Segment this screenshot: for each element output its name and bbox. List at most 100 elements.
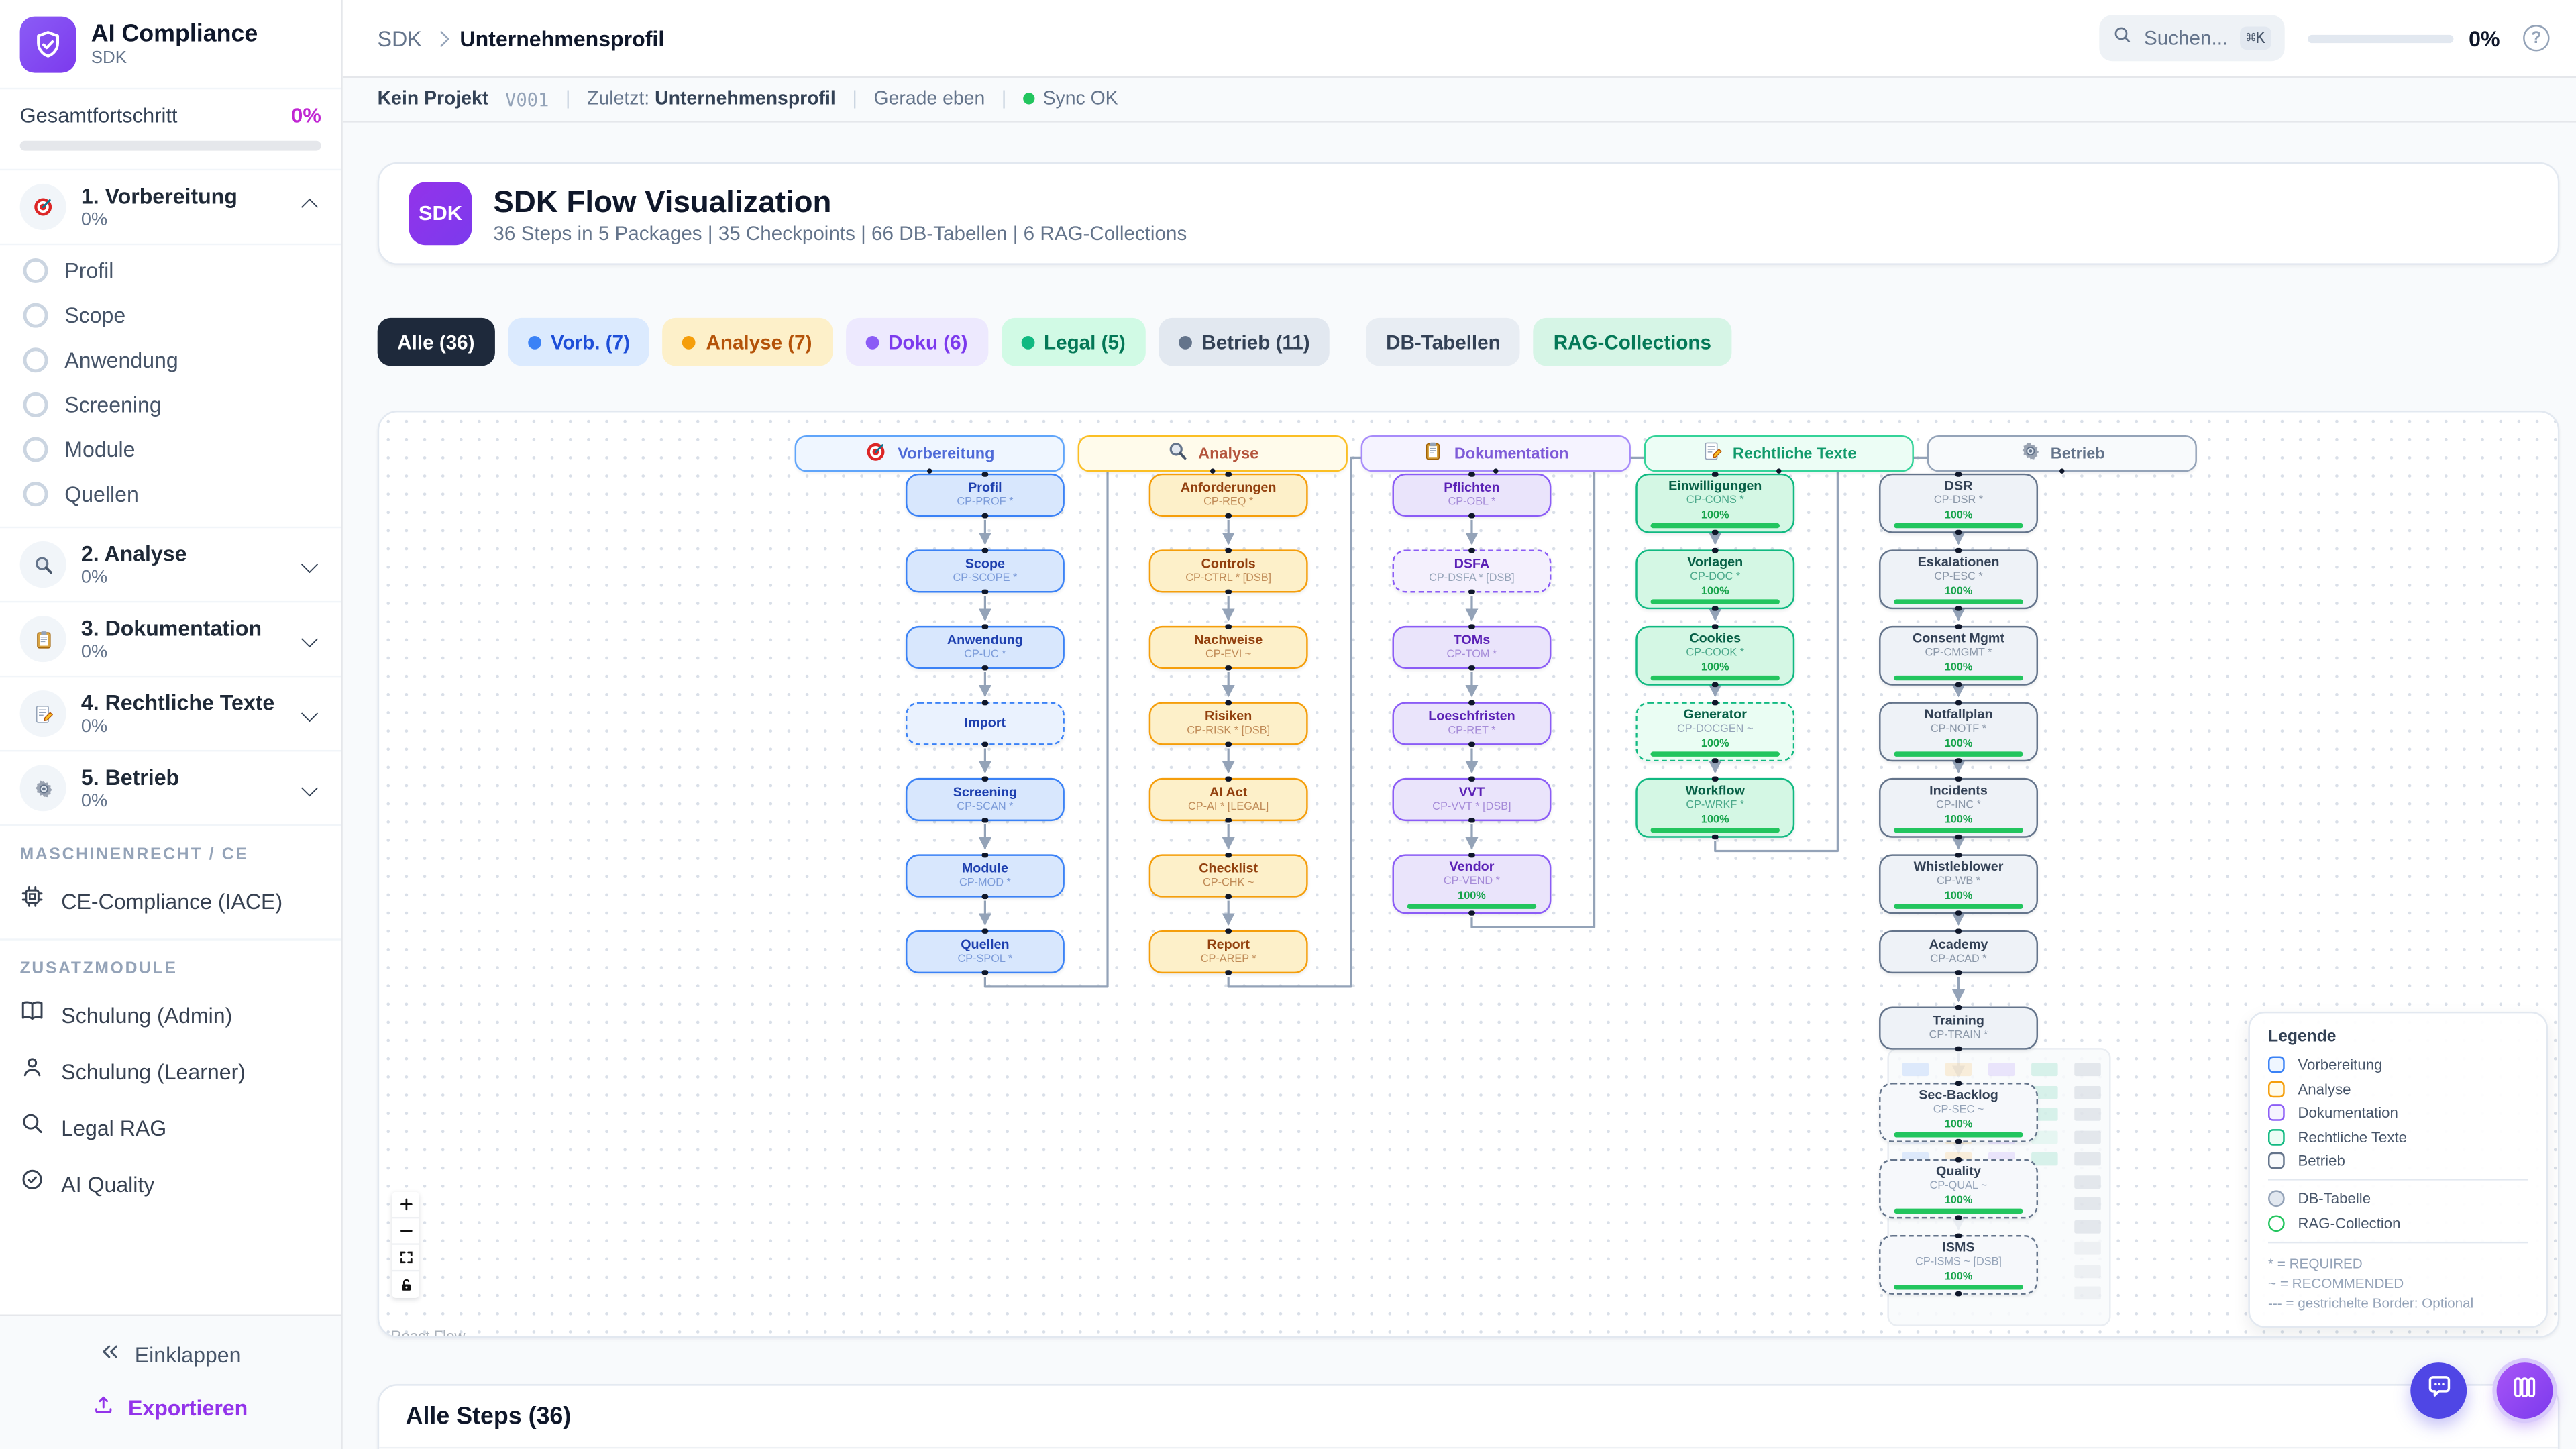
sidebar-item-quellen[interactable]: Quellen	[0, 472, 341, 517]
section-progress: 0%	[80, 716, 108, 737]
minimap-node	[2074, 1219, 2101, 1233]
sidebar-item-module[interactable]: Module	[0, 427, 341, 472]
steps-list-card: Alle Steps (36)	[377, 1384, 2560, 1449]
package-header-analyse[interactable]: Analyse	[1077, 435, 1348, 474]
package-header-dokumentation[interactable]: Dokumentation	[1360, 435, 1631, 474]
filter-pill-analyse[interactable]: Analyse (7)	[663, 317, 833, 366]
node-progress-bar	[1894, 904, 2023, 908]
sidebar-item-schulung-learner-[interactable]: Schulung (Learner)	[0, 1043, 341, 1099]
sidebar-item-ce-compliance-iace-[interactable]: CE-Compliance (IACE)	[0, 873, 341, 929]
zoom-in-icon[interactable]	[392, 1191, 419, 1219]
node-title: DSR	[1944, 479, 1973, 494]
package-label: Betrieb	[2050, 444, 2105, 463]
search-input[interactable]: Suchen... ⌘K	[2099, 15, 2286, 62]
sidebar-item-legal-rag[interactable]: Legal RAG	[0, 1099, 341, 1156]
collapse-sidebar-button[interactable]: Einklappen	[17, 1331, 325, 1377]
zoom-out-icon[interactable]	[392, 1218, 419, 1245]
filter-pill-legal[interactable]: Legal (5)	[1000, 317, 1146, 366]
section-title: 1. Vorbereitung	[80, 184, 237, 209]
node-title: Consent Mgmt	[1912, 631, 2005, 647]
sidebar-item-ai-quality[interactable]: AI Quality	[0, 1156, 341, 1212]
chat-fab-button[interactable]	[2410, 1362, 2467, 1419]
sidebar-item-label: Schulung (Admin)	[61, 1002, 233, 1028]
node-code: CP-SCOPE *	[953, 572, 1018, 584]
minimap-node	[2074, 1108, 2101, 1121]
package-header-rechtliche-texte[interactable]: Rechtliche Texte	[1644, 435, 1914, 474]
filter-pill-betrieb[interactable]: Betrieb (11)	[1159, 317, 1330, 366]
filter-pill-rag[interactable]: RAG-Collections	[1534, 317, 1731, 366]
lock-icon[interactable]	[392, 1271, 419, 1298]
node-code: CP-SPOL *	[957, 953, 1013, 965]
legend-title: Legende	[2268, 1028, 2337, 1046]
sidebar-item-scope[interactable]: Scope	[0, 293, 341, 338]
filter-pill-alle[interactable]: Alle (36)	[377, 317, 495, 366]
node-code: CP-TOM *	[1446, 648, 1497, 660]
divider: |	[852, 89, 857, 109]
node-title: Loeschfristen	[1428, 709, 1515, 724]
flow-node-import[interactable]: Import	[905, 700, 1065, 747]
topbar-progress: 0%	[2308, 25, 2500, 50]
sidebar-item-anwendung[interactable]: Anwendung	[0, 337, 341, 382]
package-header-betrieb[interactable]: Betrieb	[1927, 435, 2197, 474]
sidebar-item-profil[interactable]: Profil	[0, 248, 341, 293]
filter-pill-db[interactable]: DB-Tabellen	[1366, 317, 1521, 366]
package-header-vorbereitung[interactable]: Vorbereitung	[794, 435, 1065, 474]
section-title: 4. Rechtliche Texte	[80, 690, 275, 716]
export-button[interactable]: Exportieren	[17, 1384, 325, 1430]
kanban-fab-button[interactable]	[2496, 1362, 2553, 1419]
node-progress-value: 100%	[1944, 1271, 1973, 1283]
filter-pill-vorb[interactable]: Vorb. (7)	[507, 317, 650, 366]
app-subtitle: SDK	[91, 48, 127, 68]
node-title: Quality	[1936, 1164, 1981, 1180]
minimap-node	[2074, 1264, 2101, 1277]
breadcrumb-root[interactable]: SDK	[377, 25, 422, 51]
legend-label: Analyse	[2298, 1080, 2351, 1097]
help-icon[interactable]: ?	[2523, 25, 2550, 52]
sidebar-item-screening[interactable]: Screening	[0, 382, 341, 427]
fit-view-icon[interactable]	[392, 1244, 419, 1272]
filter-pill-doku[interactable]: Doku (6)	[845, 317, 988, 366]
sidebar-item-schulung-admin-[interactable]: Schulung (Admin)	[0, 987, 341, 1043]
